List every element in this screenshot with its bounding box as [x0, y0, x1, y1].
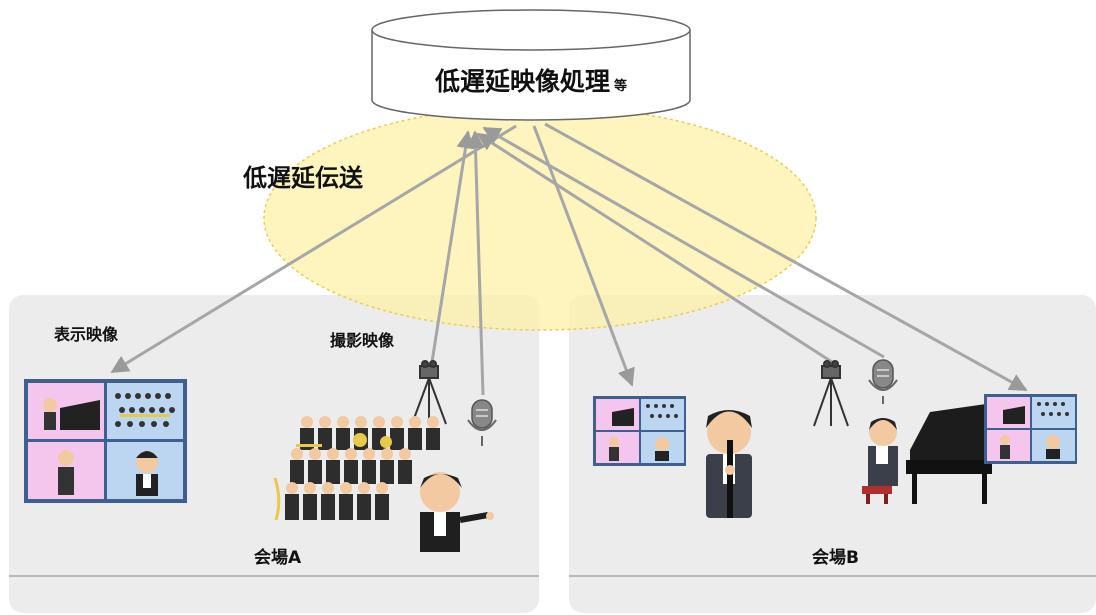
clarinet-player-illustration — [706, 410, 752, 518]
server-label: 低遅延映像処理等 — [372, 62, 690, 98]
display-screen-b-right — [984, 394, 1077, 464]
transport-label: 低遅延伝送 — [243, 164, 363, 192]
microphone-b-icon — [868, 359, 898, 404]
microphone-a-icon — [467, 399, 497, 446]
venue-b-label: 会場B — [812, 548, 859, 568]
arrow-from-mic-a — [466, 130, 485, 396]
arrow-from-mic-b — [482, 126, 885, 359]
venue-a-floor-line — [9, 575, 539, 577]
arrow-from-camera-b — [476, 132, 833, 364]
server-label-suffix: 等 — [614, 79, 628, 94]
arrow-to-display-b-left — [532, 125, 635, 387]
capture-video-label: 撮影映像 — [330, 331, 395, 350]
server-label-main: 低遅延映像処理 — [434, 67, 610, 96]
venue-b-floor-line — [569, 575, 1096, 577]
camera-a-icon — [411, 360, 447, 425]
server-cylinder — [371, 9, 691, 121]
venue-a-label: 会場A — [254, 548, 302, 568]
display-screen-a — [24, 379, 187, 503]
display-video-label: 表示映像 — [54, 325, 119, 344]
display-screen-b-left — [593, 396, 686, 466]
arrow-to-display-a — [110, 124, 517, 374]
orchestra-illustration — [273, 416, 494, 552]
arrows — [110, 122, 1028, 396]
arrow-from-camera-a — [430, 130, 475, 363]
pianist-illustration — [862, 404, 992, 504]
arrow-to-display-b-right — [544, 122, 1028, 392]
camera-b-icon — [813, 360, 849, 427]
